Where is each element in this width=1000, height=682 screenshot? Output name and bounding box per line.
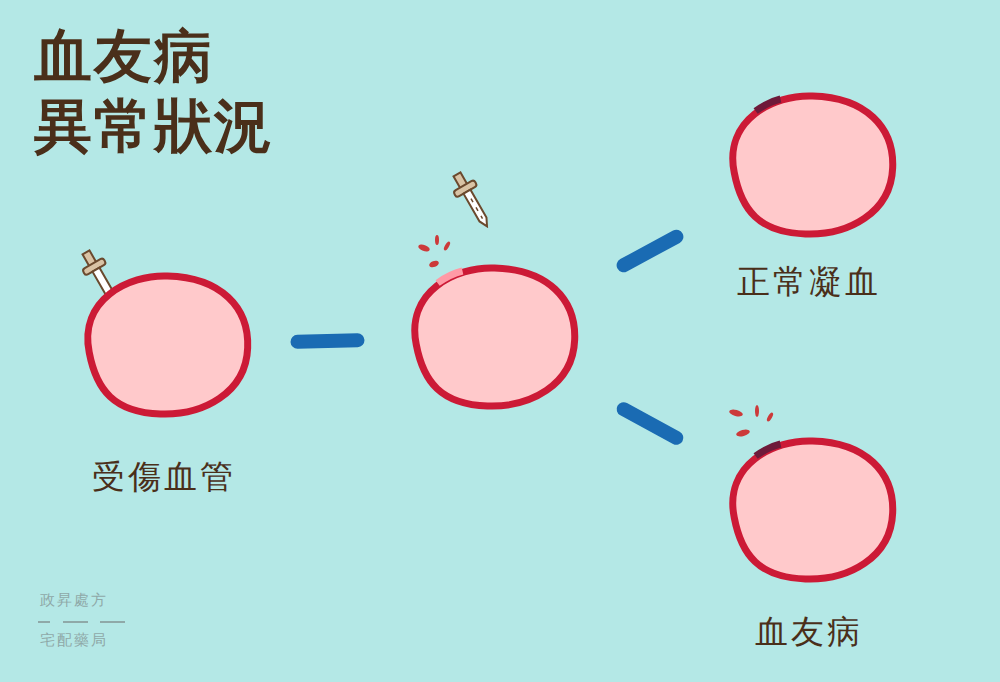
node-label: 受傷血管 xyxy=(92,457,236,496)
title: 血友病 異常狀況 xyxy=(34,22,234,161)
watermark: 宅配藥局 xyxy=(40,631,108,649)
title-wrap: 血友病 異常狀況 xyxy=(34,22,234,161)
vessel-circle: 正常凝血 xyxy=(720,90,898,240)
vessel-outline xyxy=(720,435,898,585)
vessel-circle xyxy=(402,262,580,412)
connector xyxy=(624,409,677,438)
label-wrap: 正常凝血 xyxy=(737,260,881,305)
vessel-outline xyxy=(402,262,580,412)
vessel-outline xyxy=(720,90,898,240)
knife xyxy=(447,168,498,232)
vessel-circle: 受傷血管 xyxy=(75,270,253,420)
vessel-circle: 血友病 xyxy=(720,435,898,585)
watermark-rule xyxy=(38,621,125,623)
connector xyxy=(298,340,358,341)
label-wrap: 血友病 xyxy=(755,610,863,655)
vessel-outline xyxy=(75,270,253,420)
blood-splatter xyxy=(417,235,451,269)
blood-splatter xyxy=(728,405,774,438)
node-label: 血友病 xyxy=(755,612,863,651)
watermark: 政昇處方 xyxy=(40,591,108,609)
connector xyxy=(624,237,677,266)
watermark-wrap: 政昇處方 xyxy=(40,590,108,610)
watermark-wrap: 宅配藥局 xyxy=(40,630,108,650)
node-label: 正常凝血 xyxy=(737,262,881,301)
label-wrap: 受傷血管 xyxy=(92,455,236,500)
